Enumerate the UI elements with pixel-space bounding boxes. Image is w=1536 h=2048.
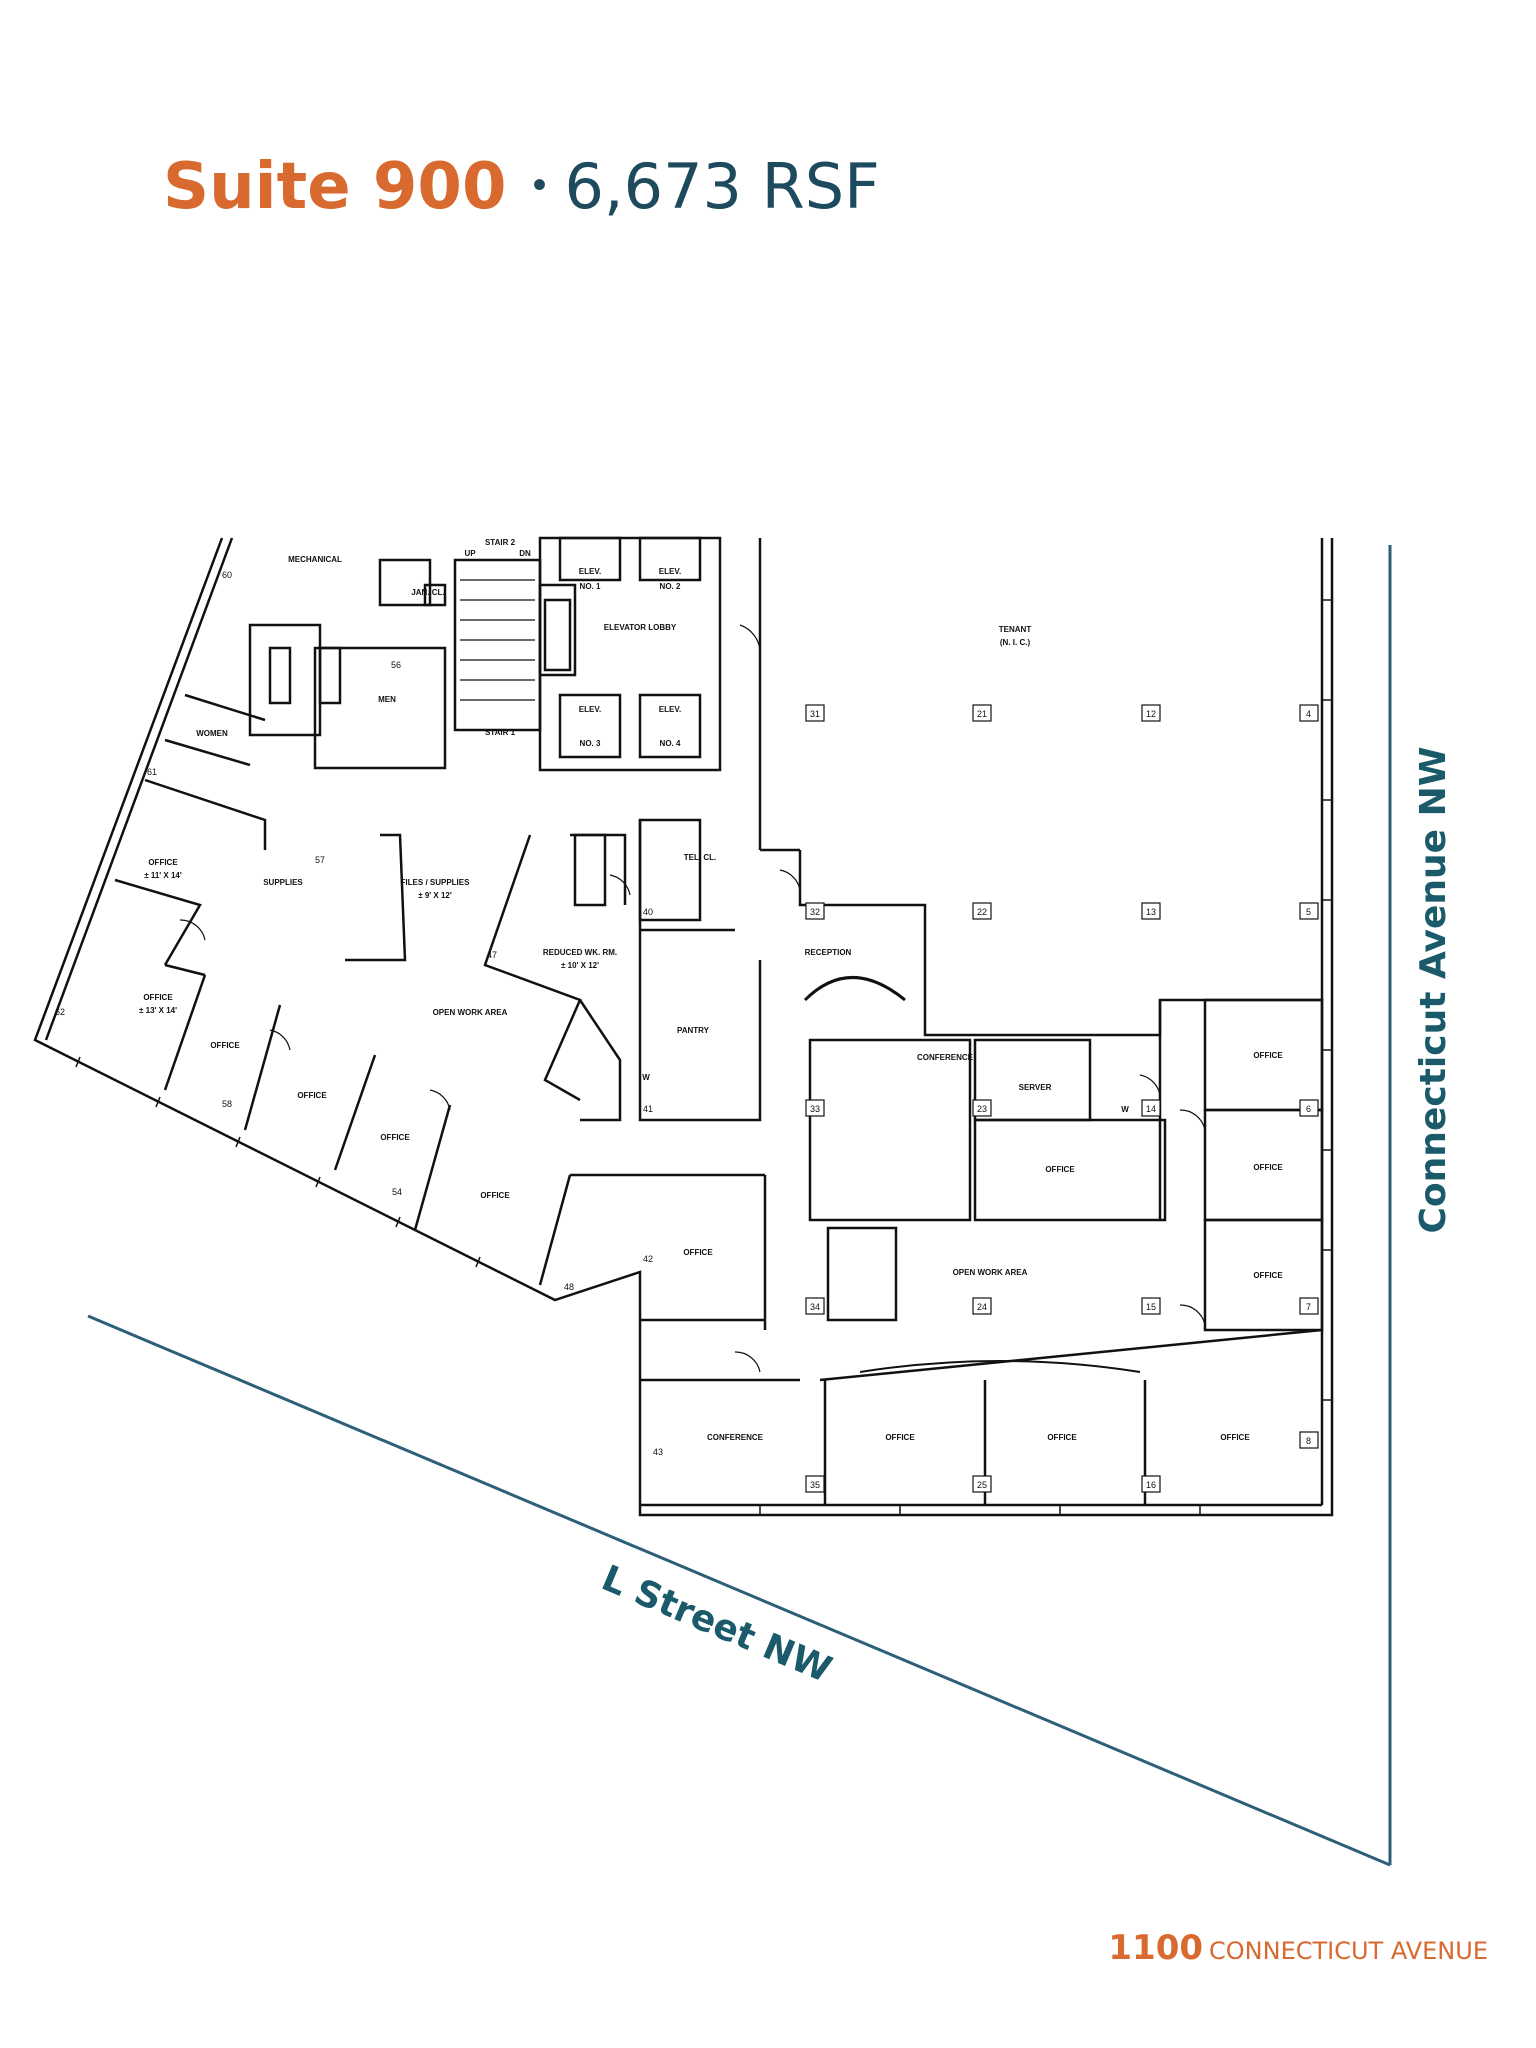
stair-dn-label: DN [519,549,531,558]
tenant-nic: (N. I. C.) [1000,638,1031,647]
office-a-size: ± 11' X 14' [144,871,182,880]
room-office-k: OFFICE [683,1248,713,1257]
column-numbers: 31 21 12 4 32 22 13 5 33 23 14 6 34 24 1… [55,570,1311,1490]
room-stair-2: STAIR 2 [485,538,516,547]
l-street-label: L Street NW [596,1558,837,1691]
room-office-g: OFFICE [1045,1165,1075,1174]
column-16: 16 [1146,1480,1156,1490]
room-tenant: TENANT [999,625,1032,634]
room-labels: MECHANICAL STAIR 2 STAIR 1 UP DN JAN. CL… [139,538,1283,1442]
room-office-f: OFFICE [480,1191,510,1200]
column-5: 5 [1306,907,1311,917]
connecticut-avenue-label: Connecticut Avenue NW [1413,747,1454,1234]
footer-number: 1100 [1108,1928,1204,1968]
column-54: 54 [392,1187,402,1197]
room-reduced-work-room: REDUCED WK. RM. [543,948,617,957]
room-office-n: OFFICE [1220,1433,1250,1442]
files-supplies-size: ± 9' X 12' [418,891,452,900]
room-conference-north: CONFERENCE [917,1053,974,1062]
column-32: 32 [810,907,820,917]
room-server: SERVER [1019,1083,1052,1092]
column-15: 15 [1146,1302,1156,1312]
column-61: 61 [147,767,157,777]
elev-3-label: ELEV. [579,705,601,714]
elev-4-number: NO. 4 [660,739,681,748]
room-janitor: JAN. CL. [411,588,444,597]
elev-2-number: NO. 2 [660,582,681,591]
elev-2-label: ELEV. [659,567,681,576]
column-7: 7 [1306,1302,1311,1312]
column-31: 31 [810,709,820,719]
room-supplies: SUPPLIES [263,878,303,887]
footer-text: CONNECTICUT AVENUE [1209,1937,1488,1965]
room-men: MEN [378,695,396,704]
room-conference-south: CONFERENCE [707,1433,764,1442]
room-women: WOMEN [196,729,228,738]
room-open-work-area-west: OPEN WORK AREA [433,1008,508,1017]
column-60: 60 [222,570,232,580]
suite-header: Suite 900 • 6,673 RSF [163,150,880,240]
column-14: 14 [1146,1104,1156,1114]
column-58: 58 [222,1099,232,1109]
office-b-size: ± 13' X 14' [139,1006,177,1015]
room-office-m: OFFICE [1047,1433,1077,1442]
room-elevator-lobby: ELEVATOR LOBBY [604,623,677,632]
column-24: 24 [977,1302,987,1312]
room-stair-1: STAIR 1 [485,728,516,737]
column-4: 4 [1306,709,1311,719]
elev-1-label: ELEV. [579,567,601,576]
column-34: 34 [810,1302,820,1312]
room-office-i: OFFICE [1253,1163,1283,1172]
room-reception: RECEPTION [805,948,852,957]
room-open-work-area-east: OPEN WORK AREA [953,1268,1028,1277]
elev-1-number: NO. 1 [580,582,601,591]
elev-4-label: ELEV. [659,705,681,714]
room-office-c: OFFICE [210,1041,240,1050]
room-pantry: PANTRY [677,1026,710,1035]
reduced-work-room-size: ± 10' X 12' [561,961,599,970]
pantry-w: W [642,1073,650,1082]
l-street-line [87,1314,1391,1867]
room-office-h: OFFICE [1253,1051,1283,1060]
suite-title: Suite 900 [163,150,507,224]
column-21: 21 [977,709,987,719]
room-office-d: OFFICE [297,1091,327,1100]
column-6: 6 [1306,1104,1311,1114]
column-42: 42 [643,1254,653,1264]
column-22: 22 [977,907,987,917]
room-tel-closet: TEL. CL. [684,853,716,862]
column-41: 41 [643,1104,653,1114]
column-56: 56 [391,660,401,670]
room-office-j: OFFICE [1253,1271,1283,1280]
server-w: W [1121,1105,1129,1114]
column-12: 12 [1146,709,1156,719]
column-43: 43 [653,1447,663,1457]
column-8: 8 [1306,1436,1311,1446]
room-office-e: OFFICE [380,1133,410,1142]
room-office-a: OFFICE [148,858,178,867]
room-office-b: OFFICE [143,993,173,1002]
room-files-supplies: FILES / SUPPLIES [401,878,471,887]
column-33: 33 [810,1104,820,1114]
building-walls [33,536,1334,1517]
column-25: 25 [977,1480,987,1490]
column-35: 35 [810,1480,820,1490]
column-13: 13 [1146,907,1156,917]
room-mechanical: MECHANICAL [288,555,342,564]
column-40: 40 [643,907,653,917]
suite-area: 6,673 RSF [564,150,880,223]
column-markers [805,704,1319,1493]
stair-up-label: UP [464,549,476,558]
elev-3-number: NO. 3 [580,739,601,748]
column-48: 48 [564,1282,574,1292]
column-23: 23 [977,1104,987,1114]
room-office-l: OFFICE [885,1433,915,1442]
column-62: 62 [55,1007,65,1017]
column-47: 47 [487,950,497,960]
column-57: 57 [315,855,325,865]
title-bullet: • [532,163,547,207]
